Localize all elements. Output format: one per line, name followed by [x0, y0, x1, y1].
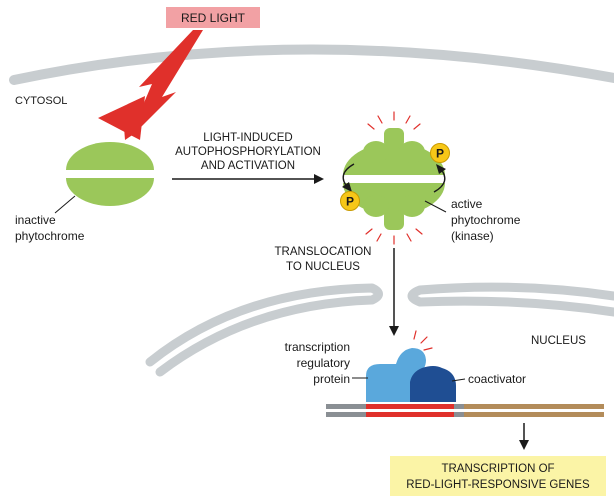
- dna-strand: [326, 404, 604, 417]
- phosphate-bottom-icon: [340, 191, 360, 211]
- transcription-arrowhead: [519, 440, 529, 450]
- regulatory-protein-label-line3: protein: [313, 372, 350, 386]
- translocation-label-line2: TO NUCLEUS: [286, 261, 360, 273]
- activation-arrowhead: [314, 174, 324, 184]
- inactive-phytochrome-label-line1: inactive: [15, 213, 56, 227]
- phosphate-bottom-label: P: [346, 195, 354, 209]
- coactivator-leader: [451, 378, 466, 382]
- inactive-phytochrome-label-line2: phytochrome: [15, 229, 85, 243]
- activation-label-line3: AND ACTIVATION: [201, 160, 295, 172]
- active-glow-top: [367, 111, 421, 130]
- regulatory-protein-label-line1: transcription: [285, 340, 350, 354]
- active-phytochrome: [343, 128, 445, 230]
- nuclear-envelope-right: [407, 282, 614, 317]
- autophosphorylation-arrowhead-right: [436, 164, 446, 174]
- cytosol-label: CYTOSOL: [15, 95, 67, 107]
- active-phytochrome-label-line1: active: [451, 197, 483, 211]
- phosphate-top-label: P: [436, 147, 444, 161]
- activation-label-line2: AUTOPHOSPHORYLATION: [175, 146, 321, 158]
- autophosphorylation-arrowhead-left: [342, 182, 352, 192]
- result-box: [390, 456, 606, 496]
- activation-label-line1: LIGHT-INDUCED: [203, 132, 292, 144]
- inactive-phytochrome: [66, 142, 154, 206]
- result-label-line2: RED-LIGHT-RESPONSIVE GENES: [406, 479, 590, 491]
- plasma-membrane: [9, 44, 614, 85]
- lightning-bolt-icon: [124, 30, 203, 140]
- protein-glow: [413, 330, 433, 351]
- translocation-arrowhead: [389, 326, 399, 336]
- nucleus-label: NUCLEUS: [531, 335, 586, 347]
- lightning-arrowhead: [98, 96, 145, 140]
- regulatory-protein-label-line2: regulatory: [297, 356, 350, 370]
- result-label-line1: TRANSCRIPTION OF: [441, 463, 554, 475]
- coactivator: [410, 366, 456, 402]
- translocation-label-line1: TRANSLOCATION: [275, 246, 372, 258]
- active-glow-bottom: [365, 228, 423, 245]
- red-light-label: RED LIGHT: [181, 11, 246, 25]
- nuclear-envelope-left: [145, 283, 383, 377]
- active-leader-line: [424, 200, 447, 213]
- coactivator-label: coactivator: [468, 372, 526, 386]
- inactive-leader-line: [54, 195, 76, 214]
- red-light-box: [166, 7, 260, 28]
- phosphate-top-icon: [430, 143, 450, 163]
- active-phytochrome-label-line3: (kinase): [451, 229, 494, 243]
- active-phytochrome-label-line2: phytochrome: [451, 213, 521, 227]
